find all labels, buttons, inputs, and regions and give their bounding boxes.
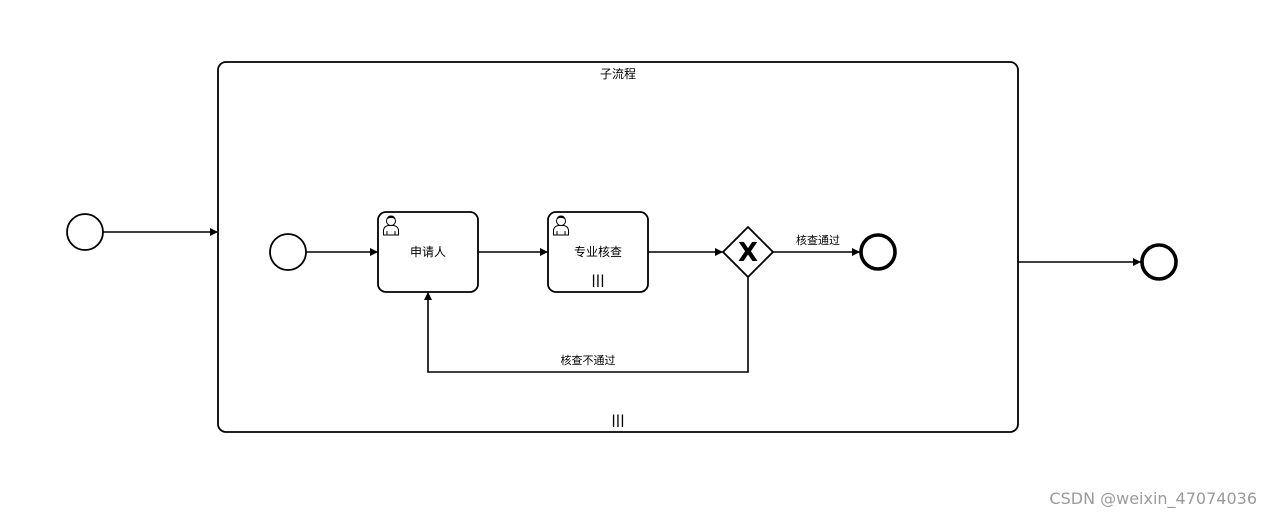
task-review[interactable]: 专业核查 ||| xyxy=(547,211,649,293)
subprocess-multi-instance-marker: ||| xyxy=(611,413,624,427)
watermark: CSDN @weixin_47074036 xyxy=(1049,489,1257,509)
task-apply[interactable]: 申请人 xyxy=(377,211,479,293)
inner-end-event[interactable] xyxy=(859,233,897,271)
task-review-label: 专业核查 xyxy=(574,244,622,259)
flow-gateway-to-apply-rejected[interactable] xyxy=(424,277,749,373)
inner-start-event[interactable] xyxy=(269,233,307,271)
flow-rejected-label: 核查不通过 xyxy=(561,353,616,367)
gateway-x-icon: X xyxy=(738,238,758,268)
flow-approved-label: 核查通过 xyxy=(796,233,840,247)
user-icon xyxy=(553,215,569,236)
user-icon xyxy=(383,215,399,236)
task-apply-label: 申请人 xyxy=(410,245,446,259)
subprocess-title: 子流程 xyxy=(600,66,636,81)
outer-end-event[interactable] xyxy=(1140,243,1178,281)
outer-start-event[interactable] xyxy=(66,213,104,251)
exclusive-gateway[interactable]: X xyxy=(721,225,775,279)
task-review-multi-instance-marker: ||| xyxy=(591,273,604,287)
